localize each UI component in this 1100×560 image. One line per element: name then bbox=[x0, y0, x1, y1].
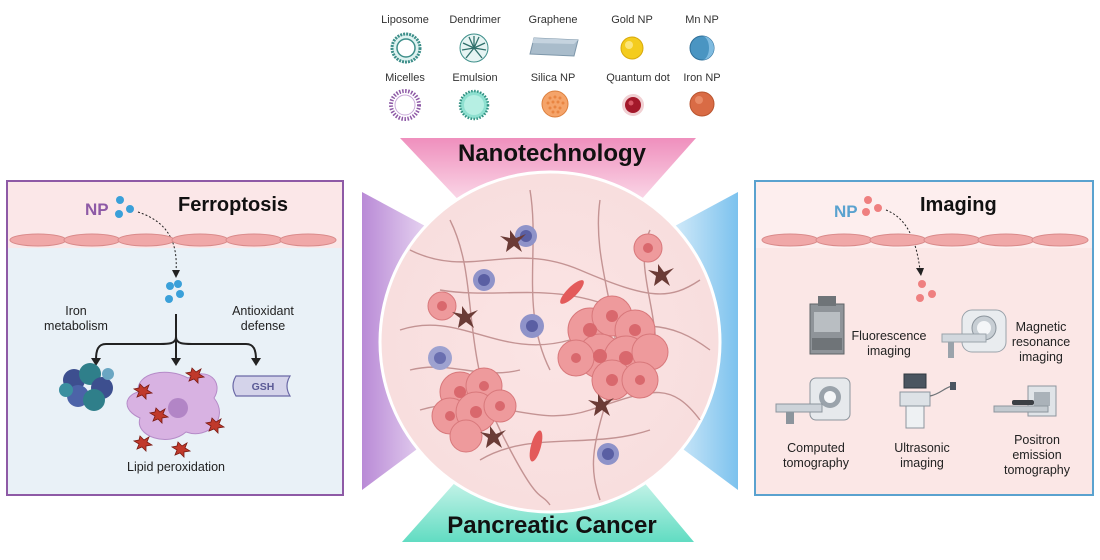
tumor-microenvironment bbox=[378, 170, 722, 514]
ultrasonic-imaging-label: Ultrasonic imaging bbox=[894, 441, 950, 470]
quantum-dot-label: Quantum dot bbox=[606, 72, 670, 84]
mri-scanner-icon bbox=[941, 309, 1007, 358]
dendrimer-icon bbox=[459, 33, 489, 63]
gold-np-label: Gold NP bbox=[611, 14, 653, 26]
iron-metabolism-label: Iron metabolism bbox=[44, 304, 108, 333]
tumor-cell-single bbox=[427, 233, 663, 321]
epithelial-cells bbox=[9, 233, 337, 247]
epithelial-cells-right bbox=[761, 233, 1089, 247]
quantum-dot-icon bbox=[622, 94, 644, 116]
emulsion-label: Emulsion bbox=[452, 72, 498, 84]
silica-np-icon bbox=[541, 90, 569, 118]
magnetic-resonance-imaging-label: Magnetic resonance imaging bbox=[1011, 320, 1071, 364]
lipid-peroxidation-label: Lipid peroxidation bbox=[127, 460, 225, 474]
computed-tomography-label: Computed tomography bbox=[782, 441, 849, 470]
ferroptosis-np-tag: NP bbox=[85, 200, 109, 219]
nanotechnology-title: Nanotechnology bbox=[457, 140, 646, 167]
imaging-panel: NP Imaging bbox=[754, 180, 1094, 496]
ferroptosis-title: Ferroptosis bbox=[178, 194, 289, 216]
micelles-label: Micelles bbox=[385, 72, 425, 84]
antioxidant-defense-label: Antioxidant defense bbox=[232, 304, 294, 333]
dendrimer-label: Dendrimer bbox=[449, 14, 501, 26]
ferroptosis-panel: NP Ferroptosis bbox=[6, 180, 344, 496]
pancreatic-cancer-title: Pancreatic Cancer bbox=[447, 512, 657, 539]
gold-np-icon bbox=[620, 36, 644, 60]
graphene-icon bbox=[529, 37, 579, 57]
imaging-graphic bbox=[761, 196, 1089, 429]
micelles-icon bbox=[389, 89, 421, 121]
iron-np-icon bbox=[689, 91, 715, 117]
immune-cells bbox=[428, 225, 619, 465]
center-graphic bbox=[362, 138, 738, 542]
emulsion-icon bbox=[458, 89, 490, 121]
silica-np-label: Silica NP bbox=[530, 72, 576, 84]
gsh-badge-icon bbox=[232, 375, 292, 397]
np-particles-icon bbox=[862, 196, 936, 302]
ferroptosis-graphic bbox=[9, 196, 337, 458]
iron-cluster-icon bbox=[59, 363, 114, 411]
np-dots-icon bbox=[115, 196, 184, 303]
stellate-cells bbox=[452, 230, 674, 448]
positron-emission-tomography-label: Positron emission tomography bbox=[1003, 433, 1070, 477]
imaging-title: Imaging bbox=[920, 194, 997, 216]
lipid-peroxidation-cell-icon bbox=[126, 371, 220, 440]
ros-burst-icons bbox=[132, 367, 226, 458]
ultrasound-machine-icon bbox=[899, 373, 956, 429]
fluorescence-imaging-label: Fluorescence imaging bbox=[851, 329, 927, 358]
liposome-label: Liposome bbox=[381, 14, 429, 26]
ct-scanner-icon bbox=[775, 377, 851, 424]
gsh-label: GSH bbox=[251, 381, 275, 393]
iron-np-label: Iron NP bbox=[683, 72, 721, 84]
fluorescence-imager-icon bbox=[809, 296, 845, 355]
mn-np-icon bbox=[689, 35, 715, 61]
liposome-icon bbox=[390, 32, 422, 64]
red-blood-cells bbox=[529, 280, 584, 462]
imaging-np-tag: NP bbox=[834, 202, 858, 221]
graphene-label: Graphene bbox=[528, 14, 578, 26]
mn-np-label: Mn NP bbox=[685, 14, 719, 26]
pet-scanner-icon bbox=[993, 385, 1057, 417]
